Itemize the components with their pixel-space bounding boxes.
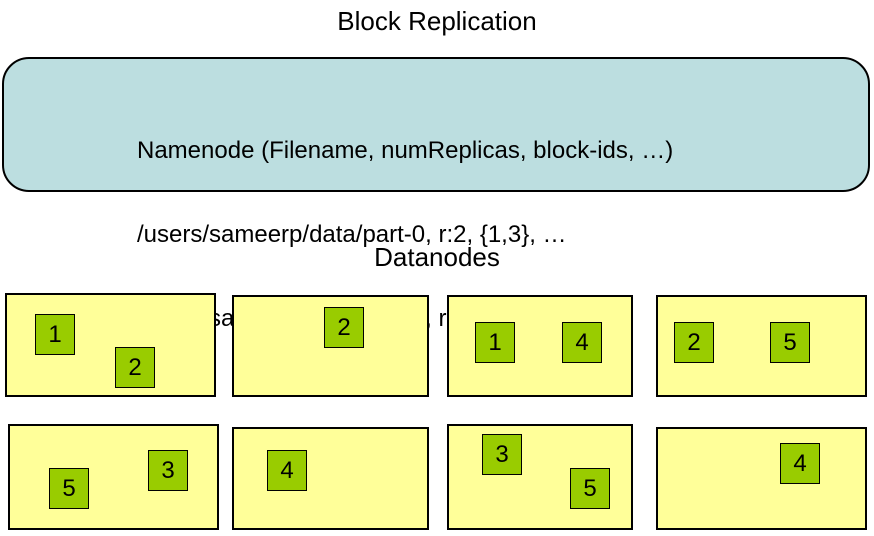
- datanode-box-6: 4: [232, 427, 429, 530]
- block-square: 5: [49, 468, 89, 509]
- block-square: 4: [267, 450, 307, 491]
- namenode-line-part0: /users/sameerp/data/part-0, r:2, {1,3}, …: [137, 221, 567, 248]
- block-square: 2: [674, 322, 714, 363]
- datanode-box-2: 2: [232, 295, 429, 397]
- datanodes-label: Datanodes: [374, 242, 500, 272]
- datanode-box-8: 4: [656, 427, 867, 530]
- block-square: 4: [562, 322, 602, 363]
- diagram-title: Block Replication: [337, 6, 537, 36]
- block-square: 4: [780, 443, 820, 484]
- block-square: 2: [324, 307, 364, 348]
- block-square: 5: [570, 468, 610, 509]
- block-square: 3: [148, 450, 188, 491]
- namenode-line-header: Namenode (Filename, numReplicas, block-i…: [137, 137, 674, 164]
- namenode-box: Namenode (Filename, numReplicas, block-i…: [2, 57, 870, 332]
- block-square: 3: [482, 434, 522, 475]
- block-square: 1: [35, 314, 75, 355]
- block-square: 5: [770, 322, 810, 363]
- block-square: 2: [115, 347, 155, 388]
- block-square: 1: [475, 322, 515, 363]
